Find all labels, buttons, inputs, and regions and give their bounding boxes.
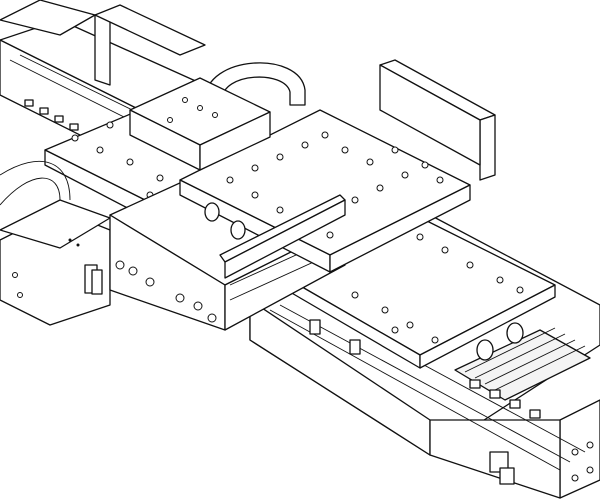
top-block	[129, 77, 271, 171]
left-side-panel	[0, 160, 111, 326]
lower-rollers	[476, 322, 524, 361]
lower-cable-chain	[454, 327, 591, 419]
cable-loop	[204, 62, 306, 106]
upper-end-plate	[94, 4, 206, 86]
top-carriage-plate	[179, 109, 471, 273]
lower-sensor	[309, 319, 515, 485]
upper-right-end-plate	[379, 59, 496, 181]
cross-rollers	[204, 202, 246, 240]
cross-side-brackets	[219, 194, 346, 279]
